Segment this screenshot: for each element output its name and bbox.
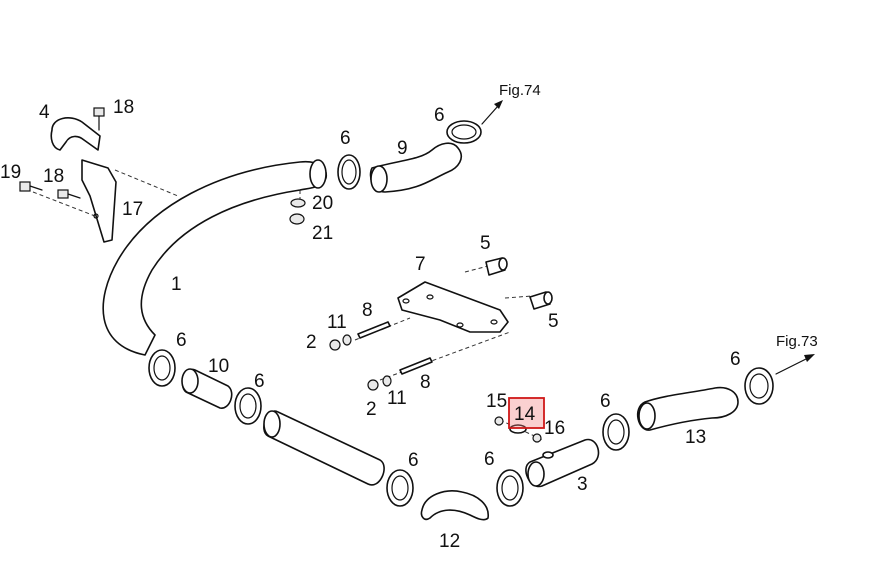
label-part-10: 10 (208, 356, 229, 377)
label-part-6-g: 6 (600, 391, 611, 412)
bolt-part-19[interactable] (19, 181, 43, 192)
label-part-6-a: 6 (340, 128, 351, 149)
washer-part-20[interactable] (290, 198, 306, 208)
stay-part-17[interactable] (81, 159, 117, 243)
bracket-part-7[interactable] (397, 281, 509, 333)
label-part-6-b: 6 (434, 105, 445, 126)
arrow-to-fig74 (481, 100, 503, 125)
clamp-part-6-b[interactable] (446, 120, 482, 144)
highlight-box-part-14 (508, 397, 545, 429)
label-part-8-lower: 8 (420, 372, 431, 393)
clamp-part-6-c[interactable] (148, 349, 176, 387)
clamp-part-6-e[interactable] (386, 469, 414, 507)
pipe-center[interactable] (263, 410, 385, 486)
label-part-13: 13 (685, 427, 706, 448)
elbow-part-12[interactable] (420, 490, 489, 521)
label-part-6-d: 6 (254, 371, 265, 392)
washer-part-11-upper[interactable] (342, 334, 352, 346)
clamp-part-6-a[interactable] (337, 154, 361, 190)
washer-part-16[interactable] (532, 433, 542, 443)
hose-part-1[interactable] (102, 159, 327, 356)
bolt-part-18-lower[interactable] (57, 189, 81, 199)
pipe-part-3[interactable] (525, 438, 600, 488)
label-part-19: 19 (0, 162, 21, 183)
clamp-part-4[interactable] (50, 117, 101, 151)
clamp-part-6-h[interactable] (744, 367, 774, 405)
nut-part-2-lower[interactable] (367, 379, 379, 391)
label-part-8-upper: 8 (362, 300, 373, 321)
label-part-14: 14 (514, 404, 536, 425)
label-part-6-h: 6 (730, 349, 741, 370)
label-part-3: 3 (577, 474, 588, 495)
label-part-2-lower: 2 (366, 399, 377, 420)
bolt-part-18-upper[interactable] (93, 107, 105, 131)
hose-part-9[interactable] (369, 142, 463, 193)
spacer-part-5-lower[interactable] (529, 291, 553, 310)
ref-fig74[interactable]: Fig.74 (499, 82, 541, 99)
stud-part-8-upper[interactable] (357, 321, 391, 339)
label-part-6-e: 6 (408, 450, 419, 471)
nut-part-21[interactable] (289, 213, 305, 225)
nut-part-15[interactable] (494, 416, 504, 426)
label-part-18-upper: 18 (113, 97, 134, 118)
arrow-to-fig73 (775, 354, 815, 375)
sleeve-part-10[interactable] (181, 368, 233, 409)
clamp-part-6-d[interactable] (234, 387, 262, 425)
clamp-part-6-g[interactable] (602, 413, 630, 451)
label-part-5-lower: 5 (548, 311, 559, 332)
label-part-17: 17 (122, 199, 143, 220)
label-part-2-upper: 2 (306, 332, 317, 353)
hose-part-13[interactable] (636, 386, 739, 431)
label-part-15: 15 (486, 391, 507, 412)
label-part-11-upper: 11 (327, 312, 347, 333)
spacer-part-5-upper[interactable] (485, 257, 508, 276)
label-part-12: 12 (439, 531, 460, 552)
label-part-4: 4 (39, 102, 50, 123)
label-part-1: 1 (171, 274, 182, 295)
label-part-6-f: 6 (484, 449, 495, 470)
label-part-7: 7 (415, 254, 426, 275)
label-part-16: 16 (544, 418, 565, 439)
ref-fig73[interactable]: Fig.73 (776, 333, 818, 350)
label-part-9: 9 (397, 138, 408, 159)
gasket-part-14[interactable] (509, 424, 527, 434)
label-part-18-lower: 18 (43, 166, 64, 187)
nut-part-2-upper[interactable] (329, 339, 341, 351)
washer-part-11-lower[interactable] (382, 375, 392, 387)
label-part-11-lower: 11 (387, 388, 407, 409)
label-part-5-upper: 5 (480, 233, 491, 254)
label-part-20: 20 (312, 193, 333, 214)
label-part-6-c: 6 (176, 330, 187, 351)
label-part-21: 21 (312, 223, 333, 244)
stud-part-8-lower[interactable] (399, 357, 433, 375)
clamp-part-6-f[interactable] (496, 469, 524, 507)
